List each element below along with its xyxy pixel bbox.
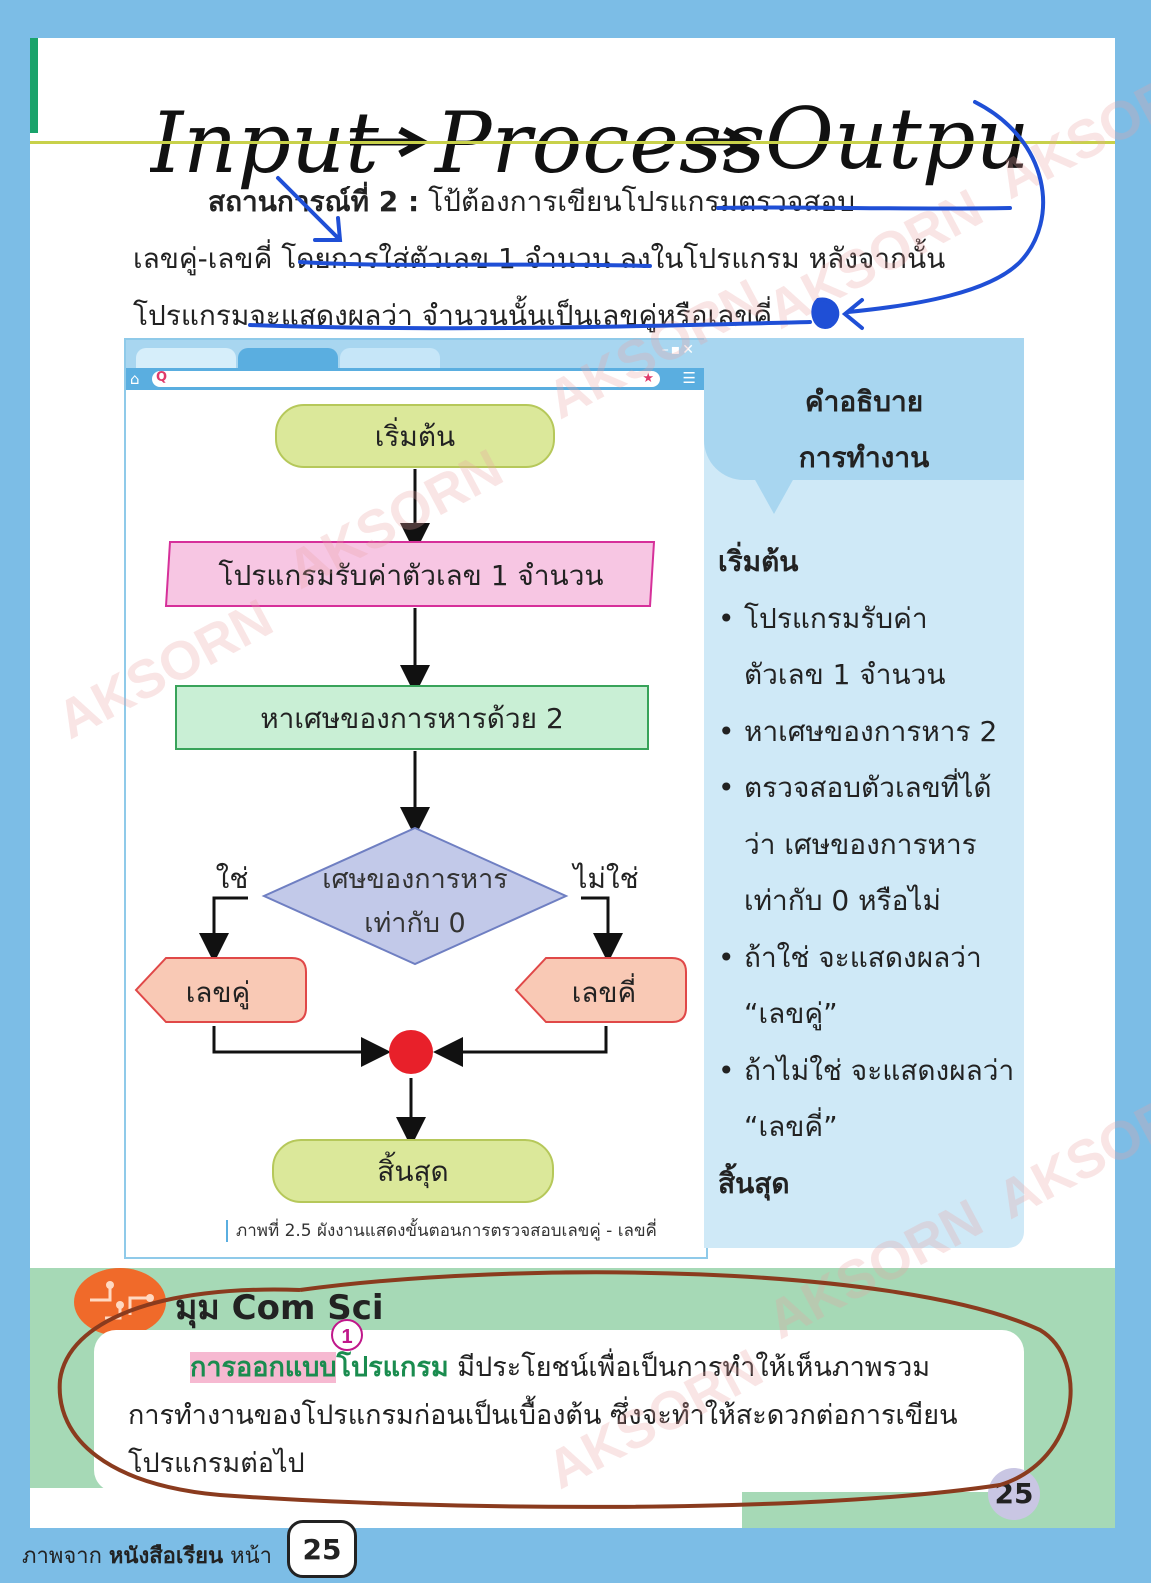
browser-address-bar: ⌂ Q ★ ☰: [126, 368, 706, 390]
process-box: [175, 685, 649, 750]
comsci-text: การออกแบบโปรแกรม มีประโยชน์เพื่อเป็นการท…: [128, 1344, 1028, 1488]
desc-start: เริ่มต้น: [718, 545, 799, 578]
desc-bullet-1-cont: ตัวเลข 1 จำนวน: [744, 658, 946, 691]
scenario-line-1: โป้ต้องการเขียนโปรแกรมตรวจสอบ: [428, 185, 855, 218]
arrow-no: [581, 896, 623, 963]
description-heading-1: คำอธิบาย: [804, 385, 924, 418]
star-icon: ★: [642, 371, 654, 386]
process-label: หาเศษของการหารด้วย 2: [260, 702, 564, 735]
comsci-title: มุม Com Sci: [175, 1288, 384, 1328]
desc-bullet-3-cont-1: ว่า เศษของการหาร: [744, 827, 977, 861]
no-label: ไม่ใช่: [571, 862, 638, 895]
browser-tab-bar: –▪✕: [126, 340, 706, 368]
comsci-line-2: การทำงานของโปรแกรมก่อนเป็นเบื้องต้น ซึ่ง…: [128, 1400, 958, 1431]
desc-bullet-3: ตรวจสอบตัวเลขที่ได้: [718, 760, 1018, 817]
decision-label-2: เท่ากับ 0: [364, 908, 465, 939]
desc-bullet-4-cont: “เลขคู่”: [744, 997, 838, 1030]
footer-page-label: หน้า: [230, 1544, 273, 1569]
desc-bullet-5: ถ้าไม่ใช่ จะแสดงผลว่า: [718, 1043, 1018, 1100]
term-design: การออกแบบ: [190, 1352, 337, 1383]
browser-tab-2: [238, 348, 338, 368]
connector-dot: [389, 1030, 433, 1074]
description-heading-2: การทำงาน: [798, 441, 930, 474]
left-edge-strip: [30, 38, 38, 133]
start-label: เริ่มต้น: [375, 417, 455, 453]
scenario-line-2: เลขคู่-เลขคี่ โดยการใส่ตัวเลข 1 จำนวน ลง…: [133, 242, 946, 275]
comsci-line-3: โปรแกรมต่อไป: [128, 1448, 305, 1479]
browser-tab-3: [340, 348, 440, 368]
header-rule: [30, 141, 1115, 144]
desc-bullet-2: หาเศษของการหาร 2: [718, 704, 1018, 761]
footer-prefix: ภาพจาก: [22, 1544, 102, 1569]
scenario-heading: สถานการณ์ที่ 2 :: [208, 185, 420, 218]
description-body: เริ่มต้น โปรแกรมรับค่า ตัวเลข 1 จำนวน หา…: [718, 534, 1018, 1212]
page-number-badge: 25: [988, 1468, 1040, 1520]
browser-window: –▪✕ ⌂ Q ★ ☰ เริ่มต้น โปรแกรมรับค่าตัวเลข…: [124, 338, 708, 1259]
input-label: โปรแกรมรับค่าตัวเลข 1 จำนวน: [218, 559, 603, 592]
scenario-line-3: โปรแกรมจะแสดงผลว่า จำนวนนั้นเป็นเลขคู่หร…: [133, 299, 773, 332]
window-controls: –▪✕: [661, 342, 696, 358]
odd-label: เลขคี่: [572, 973, 637, 1009]
desc-bullet-4: ถ้าใช่ จะแสดงผลว่า: [718, 930, 1018, 987]
term-program: โปรแกรม: [336, 1352, 449, 1383]
arrow-yes: [199, 896, 248, 963]
desc-end: สิ้นสุด: [718, 1166, 790, 1200]
comsci-line-1: มีประโยชน์เพื่อเป็นการทำให้เห็นภาพรวม: [448, 1352, 931, 1383]
browser-tab-1: [136, 348, 236, 368]
yes-label: ใช่: [216, 862, 249, 895]
desc-bullet-5-cont: “เลขคี่”: [744, 1110, 838, 1143]
home-icon: ⌂: [130, 370, 140, 388]
input-box: [164, 541, 656, 607]
bottom-white-block: [30, 1488, 742, 1528]
brain-circuit-icon: [74, 1268, 166, 1336]
footer-book: หนังสือเรียน: [108, 1544, 224, 1569]
flowchart: เริ่มต้น โปรแกรมรับค่าตัวเลข 1 จำนวน หาเ…: [134, 404, 687, 1203]
desc-bullet-3-cont-2: เท่ากับ 0 หรือไม่: [744, 884, 941, 917]
search-icon: Q: [156, 370, 168, 385]
decision-label-1: เศษของการหาร: [322, 864, 508, 895]
figure-caption: ภาพที่ 2.5 ผังงานแสดงขั้นตอนการตรวจสอบเล…: [226, 1220, 657, 1242]
speech-bubble-tail: [754, 478, 794, 514]
end-label: สิ้นสุด: [377, 1151, 449, 1189]
arrow-odd-merge: [433, 1026, 608, 1067]
even-label: เลขคู่: [186, 976, 251, 1010]
desc-bullet-1: โปรแกรมรับค่า: [718, 591, 1018, 648]
start-terminal: [275, 404, 555, 468]
odd-display: [514, 957, 687, 1023]
footer-caption: ภาพจาก หนังสือเรียน หน้า: [22, 1538, 272, 1573]
end-terminal: [272, 1139, 554, 1203]
scenario-paragraph: สถานการณ์ที่ 2 : โป้ต้องการเขียนโปรแกรมต…: [133, 173, 1023, 344]
description-header: คำอธิบาย การทำงาน: [704, 338, 1024, 480]
menu-icon: ☰: [682, 369, 696, 387]
decision-diamond: [261, 826, 569, 966]
footer-page-number: 25: [287, 1520, 357, 1578]
textbook-page: Input Process Output สถานการณ์ที่ 2 : โป…: [30, 38, 1115, 1528]
even-display: [134, 957, 307, 1023]
arrow-even-merge: [212, 1026, 391, 1067]
address-input: Q ★: [152, 370, 660, 387]
description-panel: คำอธิบาย การทำงาน เริ่มต้น โปรแกรมรับค่า…: [704, 338, 1024, 1248]
